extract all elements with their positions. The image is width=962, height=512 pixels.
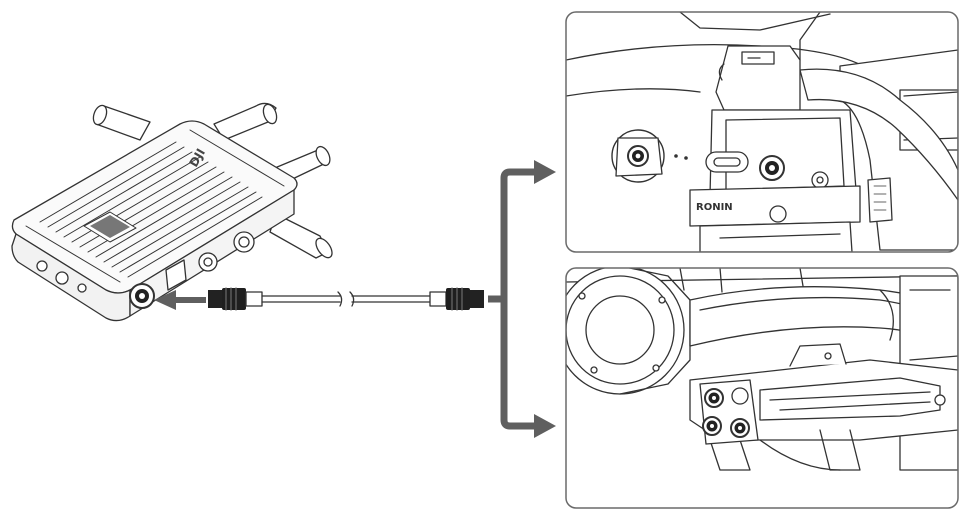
- branch-arrow: [488, 168, 534, 430]
- device-connection-port: [129, 283, 155, 309]
- upper-panel-frame: [565, 11, 959, 253]
- connection-cable: [208, 287, 484, 311]
- cable-wire: [261, 291, 431, 307]
- arrowhead-upper-panel: [534, 160, 556, 184]
- transmitter-device: DJI: [11, 102, 333, 322]
- device-front-face: [11, 233, 131, 322]
- arrow-to-device-port: [154, 290, 206, 310]
- arrowhead-lower-panel: [534, 414, 556, 438]
- gimbal-upper-panel: RONIN: [565, 11, 959, 253]
- antenna-rear-left: [92, 104, 151, 141]
- side-port-a-inner: [203, 257, 213, 267]
- gimbal-motor: [566, 268, 691, 395]
- device-label-plate: [83, 211, 137, 243]
- gimbal-brand-text: RONIN: [696, 202, 733, 213]
- gimbal-port-lower-4: [730, 418, 750, 438]
- side-port-b-inner: [238, 236, 250, 248]
- front-port-1: [36, 260, 48, 272]
- antenna-rear-center: [213, 102, 278, 141]
- gimbal-port-upper: [759, 155, 785, 181]
- gimbal-port-lower-2: [731, 387, 749, 405]
- gimbal-port-lower-1: [704, 388, 724, 408]
- front-port-3: [77, 283, 87, 293]
- gimbal-port-block: [699, 379, 759, 445]
- side-port-cluster: [165, 231, 255, 291]
- cable-plug-right: [429, 287, 484, 311]
- port-zoom-inset: [611, 129, 665, 183]
- hdmi-port: [165, 259, 187, 291]
- gimbal-port-lower-3: [702, 416, 722, 436]
- gimbal-lower-panel: [565, 267, 959, 509]
- lock-slider: [705, 151, 749, 173]
- cable-plug-left: [208, 287, 263, 311]
- front-port-cluster: [36, 260, 87, 293]
- front-port-2: [55, 271, 69, 285]
- lower-panel-frame: [565, 267, 959, 509]
